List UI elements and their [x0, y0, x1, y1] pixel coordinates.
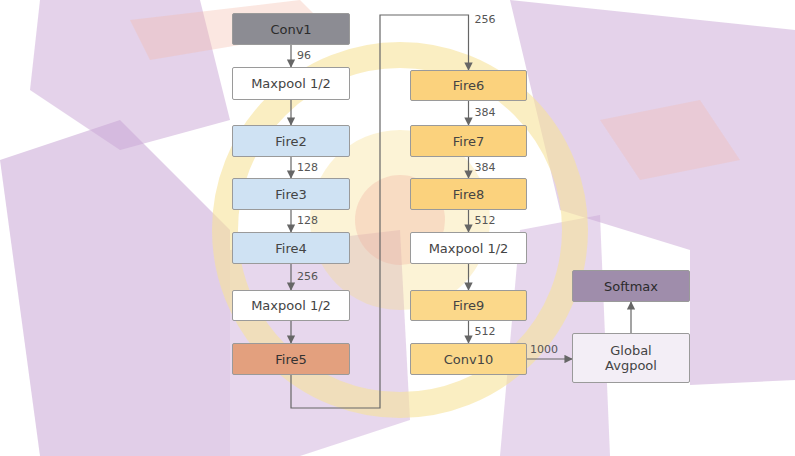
node-label: Fire8: [453, 187, 484, 202]
fire-module-box: Fire5: [232, 343, 350, 375]
node-label: Conv1: [270, 22, 311, 37]
channel-count: 384: [475, 162, 496, 174]
node-label: Fire5: [275, 352, 306, 367]
flow-arrow: [630, 302, 631, 333]
flow-arrow: [290, 321, 291, 343]
fire-module-box: Fire8: [410, 178, 527, 210]
flow-arrow: [468, 157, 469, 178]
channel-count: 512: [475, 326, 496, 338]
node-label: Fire3: [275, 187, 306, 202]
node-label: Softmax: [604, 279, 658, 294]
flow-arrow: [468, 264, 469, 290]
channel-count: 96: [297, 50, 311, 62]
channel-count: 256: [475, 14, 496, 26]
node-label: Fire4: [275, 241, 306, 256]
node-label: Maxpool 1/2: [251, 76, 331, 91]
fire-module-box: Fire2: [232, 125, 350, 157]
pooling-box: Global Avgpool: [572, 333, 690, 383]
flow-arrow: [290, 100, 291, 125]
channel-count: 384: [475, 107, 496, 119]
fire-module-box: Fire7: [410, 125, 527, 157]
channel-count: 128: [297, 162, 318, 174]
node-label: Fire2: [275, 134, 306, 149]
flow-arrow: [290, 210, 291, 232]
fire-module-box: Fire6: [410, 70, 527, 101]
pooling-box: Maxpool 1/2: [410, 232, 527, 264]
fire-module-box: Fire3: [232, 178, 350, 210]
flow-arrow: [527, 358, 572, 359]
node-label: Conv10: [444, 352, 494, 367]
node-label: Global Avgpool: [596, 343, 666, 373]
flow-arrow: [290, 157, 291, 178]
node-label: Fire7: [453, 134, 484, 149]
pooling-box: Maxpool 1/2: [232, 290, 350, 321]
pooling-box: Maxpool 1/2: [232, 67, 350, 100]
flow-arrow: [290, 45, 291, 67]
flow-arrow: [290, 264, 291, 290]
flow-arrow: [468, 101, 469, 125]
channel-count: 128: [297, 215, 318, 227]
node-label: Fire9: [453, 298, 484, 313]
node-label: Fire6: [453, 78, 484, 93]
softmax-box: Softmax: [572, 270, 690, 302]
fire-module-box: Fire4: [232, 232, 350, 264]
channel-count: 512: [475, 215, 496, 227]
channel-count: 256: [297, 271, 318, 283]
flow-arrow: [468, 210, 469, 232]
flow-arrow: [468, 321, 469, 343]
node-label: Maxpool 1/2: [429, 241, 509, 256]
conv-layer-box: Conv10: [410, 343, 527, 375]
channel-count: 1000: [530, 344, 558, 356]
conv-layer-box: Conv1: [232, 13, 350, 45]
fire-module-box: Fire9: [410, 290, 527, 321]
node-label: Maxpool 1/2: [251, 298, 331, 313]
